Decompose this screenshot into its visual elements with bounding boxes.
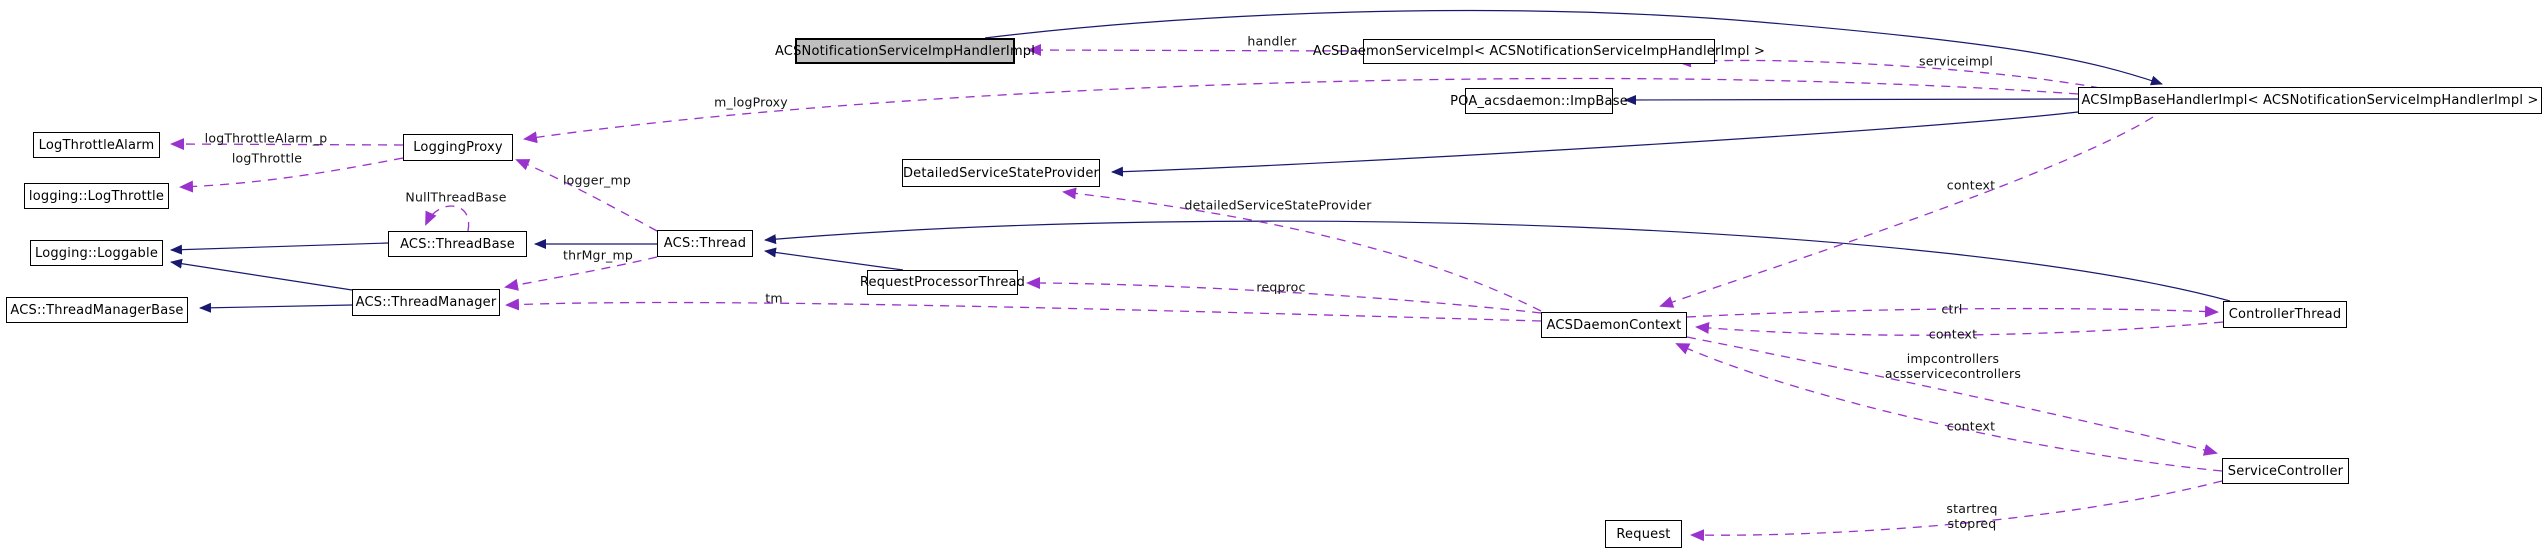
edge-label-logger_mp: logger_mp bbox=[563, 172, 631, 188]
class-node-threadmanagerbase[interactable]: ACS::ThreadManagerBase bbox=[6, 297, 188, 323]
edge-label-m_logproxy: m_logProxy bbox=[714, 94, 788, 110]
class-node-loggingproxy[interactable]: LoggingProxy bbox=[403, 134, 513, 161]
edge-impbase-to-poa-inheritance bbox=[1624, 94, 2079, 105]
edge-logthrottle-usage bbox=[179, 157, 404, 193]
class-node-impbase[interactable]: ACSImpBaseHandlerImpl< ACSNotificationSe… bbox=[2078, 87, 2542, 114]
edge-label-logthrottlealarm_p: logThrottleAlarm_p bbox=[204, 130, 328, 146]
edge-label-context_bottom: context bbox=[1946, 418, 1996, 434]
edge-label-logthrottle: logThrottle bbox=[231, 150, 303, 166]
class-node-threadbase[interactable]: ACS::ThreadBase bbox=[388, 231, 527, 257]
edge-m-logproxy-usage bbox=[523, 77, 2079, 144]
edge-label-startreq_stopreq: startreq stopreq bbox=[1946, 501, 1998, 531]
edge-reqproc-usage bbox=[1026, 277, 1542, 314]
edge-handler-usage bbox=[1027, 44, 1364, 57]
class-node-logthrottlealarm[interactable]: LogThrottleAlarm bbox=[33, 132, 160, 158]
edge-thrmgr-mp-usage bbox=[504, 256, 658, 291]
edge-detailedservicestateprovider-usage bbox=[1062, 187, 1542, 312]
edge-label-context_top: context bbox=[1946, 177, 1996, 193]
edge-label-tm: tm bbox=[765, 290, 783, 306]
edge-context-mid-usage bbox=[1695, 321, 2224, 336]
edge-label-context_mid: context bbox=[1928, 326, 1978, 342]
edge-label-nullthreadbase: NullThreadBase bbox=[405, 189, 507, 205]
edge-label-impcontrollers: impcontrollers acsservicecontrollers bbox=[1884, 351, 2022, 381]
class-node-poa[interactable]: POA_acsdaemon::ImpBase bbox=[1450, 88, 1628, 114]
class-node-loggable[interactable]: Logging::Loggable bbox=[30, 240, 163, 266]
class-node-daemonservice[interactable]: ACSDaemonServiceImpl< ACSNotificationSer… bbox=[1313, 39, 1765, 64]
edge-label-ctrl: ctrl bbox=[1941, 301, 1963, 317]
edge-logthrottlealarm-p-usage bbox=[170, 138, 404, 151]
class-node-request[interactable]: Request bbox=[1605, 520, 1682, 548]
class-node-servicecontroller[interactable]: ServiceController bbox=[2222, 458, 2349, 484]
edge-rpt-to-thread-inheritance bbox=[764, 247, 904, 271]
edge-ctrl-usage bbox=[1686, 305, 2219, 318]
edge-label-detailedservicestateprovider: detailedServiceStateProvider bbox=[1184, 197, 1372, 213]
edge-context-bottom-usage bbox=[1675, 343, 2223, 472]
class-node-threadmanager[interactable]: ACS::ThreadManager bbox=[352, 289, 500, 316]
edge-threadmanager-to-threadmanagerbase-inheritance bbox=[199, 302, 353, 313]
edge-label-handler: handler bbox=[1247, 33, 1297, 49]
edge-label-reqproc: reqproc bbox=[1256, 279, 1306, 295]
edge-threadmanager-to-loggable-inheritance bbox=[170, 258, 353, 291]
class-node-rpt[interactable]: RequestProcessorThread bbox=[860, 270, 1025, 295]
class-node-controllerthread[interactable]: ControllerThread bbox=[2223, 301, 2347, 328]
edge-nullthreadbase-selfloop-usage bbox=[425, 205, 470, 232]
edge-controllerthread-to-thread-inheritance bbox=[764, 220, 2231, 302]
class-node-notification: ACSNotificationServiceImpHandlerImpl bbox=[775, 38, 1035, 64]
edge-threadbase-to-loggable-inheritance bbox=[170, 242, 389, 255]
edge-serviceimpl-usage bbox=[1677, 55, 2101, 89]
edge-context-top-usage bbox=[1659, 116, 2154, 308]
class-node-logthrottle[interactable]: logging::LogThrottle bbox=[24, 183, 169, 209]
edge-notification-to-impbase-inheritance bbox=[984, 9, 2163, 86]
class-node-adc[interactable]: ACSDaemonContext bbox=[1541, 312, 1687, 338]
class-node-thread[interactable]: ACS::Thread bbox=[657, 230, 753, 257]
edge-impcontrollers-usage bbox=[1686, 336, 2218, 456]
edge-label-serviceimpl: serviceimpl bbox=[1918, 53, 1994, 69]
edge-label-thrmgr_mp: thrMgr_mp bbox=[563, 247, 633, 263]
class-node-dssp[interactable]: DetailedServiceStateProvider bbox=[902, 159, 1100, 187]
edge-logger-mp-usage bbox=[515, 159, 658, 232]
edge-impbase-to-dssp-inheritance bbox=[1111, 111, 2079, 177]
edge-tm-usage bbox=[505, 298, 1542, 322]
